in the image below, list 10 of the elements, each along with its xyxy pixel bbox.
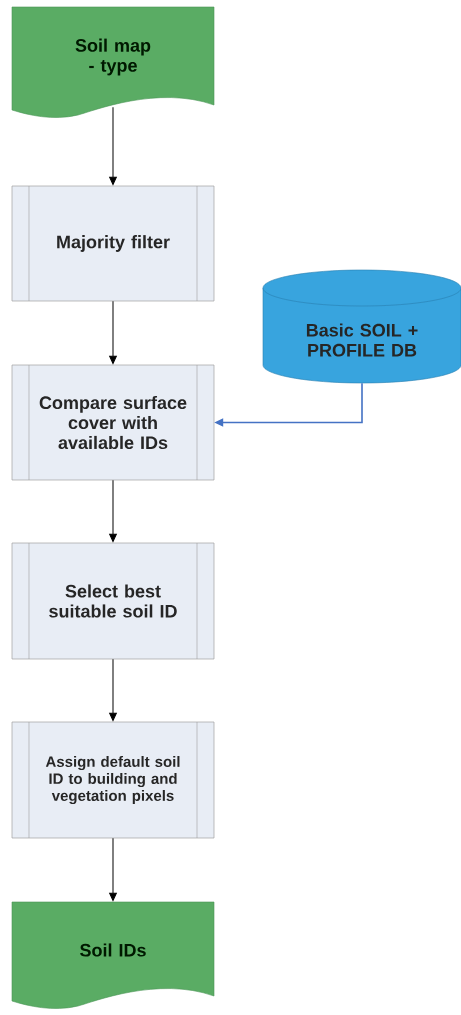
process-box: Majority filter: [11, 185, 215, 302]
arrow: [109, 837, 117, 902]
arrow: [109, 658, 117, 722]
process-box: Select best suitable soil ID: [11, 542, 215, 660]
arrow: [109, 479, 117, 543]
arrow: [109, 300, 117, 365]
arrow: [109, 106, 117, 186]
process-box: Assign default soil ID to building and vegetation pixels: [11, 721, 215, 839]
database-cylinder: Basic SOIL + PROFILE DB: [262, 269, 461, 384]
process-box: Compare surface cover with available IDs: [11, 364, 215, 481]
